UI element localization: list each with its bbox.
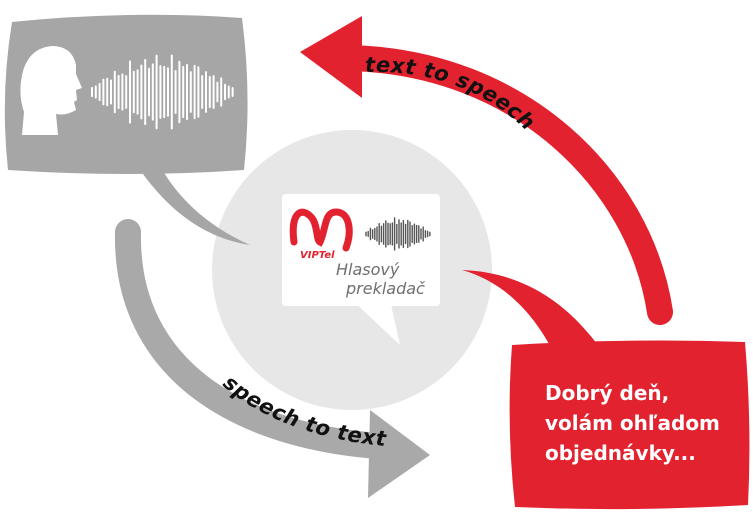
- product-name-line1: Hlasový: [336, 260, 400, 279]
- text-bubble-line2: volám ohľadom: [545, 411, 720, 435]
- text-bubble-line3: objednávky...: [545, 441, 696, 465]
- viptel-logo-icon: [289, 208, 353, 252]
- brand-name: VIPTel: [300, 250, 335, 261]
- text-to-speech-arrow-body: [337, 45, 673, 325]
- center-card: VIPTel Hlasový prekladač: [282, 194, 440, 345]
- text-bubble-body: [509, 340, 750, 510]
- speaker-bubble-tail: [140, 162, 250, 245]
- waveform-icon: [365, 217, 431, 251]
- text-bubble-line1: Dobrý deň,: [545, 381, 669, 405]
- text-bubble: Dobrý deň, volám ohľadom objednávky...: [462, 270, 750, 510]
- sound-wave-icon: [91, 54, 234, 130]
- center-card-body: [282, 194, 440, 306]
- person-head-icon: [20, 46, 82, 135]
- speech-to-text-arrowhead: [368, 410, 430, 498]
- text-to-speech-arrowhead: [300, 16, 362, 98]
- text-bubble-tail: [462, 270, 600, 355]
- speech-to-text-arrow-body: [114, 219, 408, 460]
- product-name-line2: prekladač: [345, 279, 426, 298]
- center-card-tail: [352, 300, 400, 345]
- speaker-bubble: [4, 14, 250, 245]
